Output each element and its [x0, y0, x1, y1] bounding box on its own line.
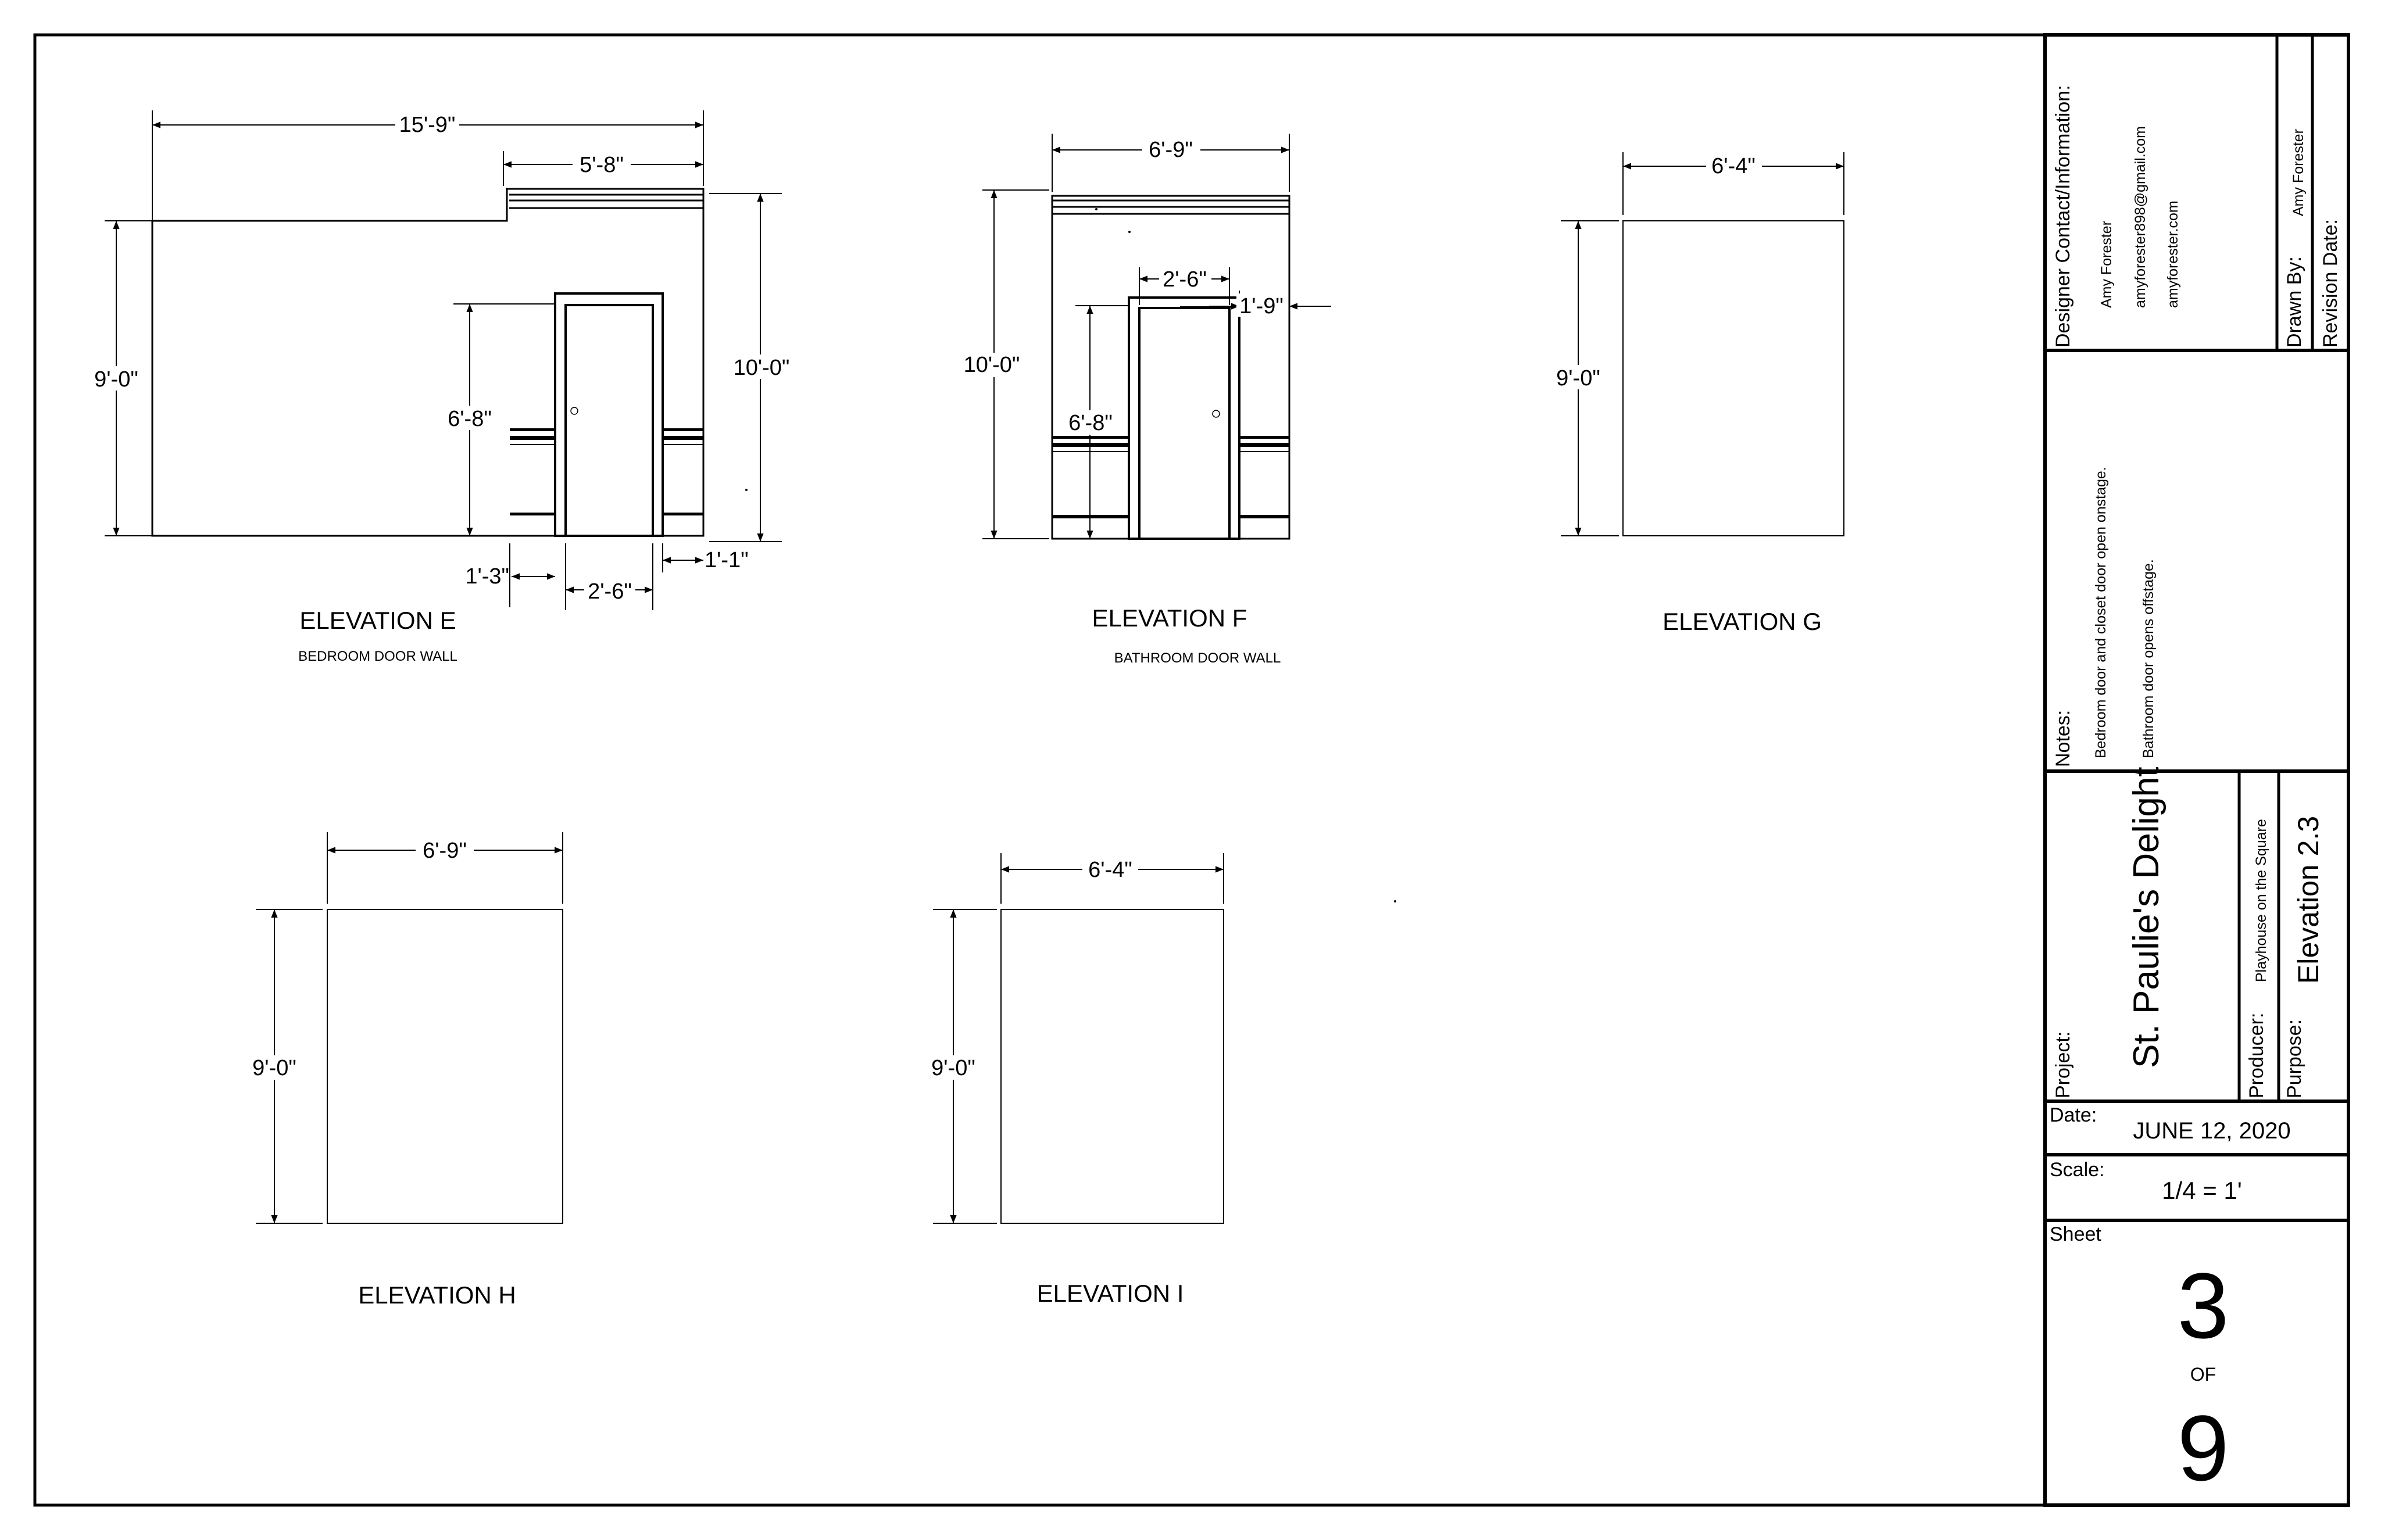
elevation-h-labels: 6'-9" 9'-0" ELEVATION H	[247, 838, 516, 1309]
sheet-total: 9	[2178, 1396, 2229, 1500]
purpose-label: Purpose:	[2283, 1019, 2305, 1098]
purpose-value: Elevation 2.3	[2292, 816, 2325, 984]
elevation-h-width: 6'-9"	[423, 839, 467, 863]
elevation-h-wall	[327, 909, 563, 1224]
elevation-f-dim-labels: 6'-9" 10'-0" 2'-6" 1'-9" 6'-8" ELEVATION…	[959, 137, 1286, 666]
scale-label: Scale:	[2050, 1159, 2105, 1181]
elevation-e-dim-labels: 15'-9" 5'-8" 9'-0" 10'-0" 6'-8" 1'-3" 2'…	[90, 112, 793, 664]
elevation-g-title: ELEVATION G	[1663, 608, 1822, 635]
drawn-by-label: Drawn By:	[2283, 256, 2305, 348]
drawn-by: Amy Forester	[2290, 129, 2307, 216]
sheet-of: OF	[2190, 1364, 2216, 1385]
elevation-f-subtitle: BATHROOM DOOR WALL	[1114, 650, 1281, 666]
elevation-i	[933, 853, 1396, 1224]
elevation-g-width: 6'-4"	[1711, 154, 1756, 178]
elevation-e-wall	[151, 188, 705, 537]
elevation-f-total-height: 10'-0"	[964, 353, 1020, 377]
designer-email: amyforester898@gmail.com	[2132, 126, 2148, 308]
elevation-e-wall-height: 9'-0"	[94, 367, 138, 392]
title-block	[2043, 33, 2350, 1507]
elevation-f-overall-width: 6'-9"	[1149, 138, 1193, 162]
elevation-e-subtitle: BEDROOM DOOR WALL	[298, 649, 457, 664]
elevation-f-title: ELEVATION F	[1092, 604, 1247, 632]
elevation-i-title: ELEVATION I	[1037, 1280, 1184, 1307]
elevation-f-door-frame	[1128, 296, 1240, 540]
elevation-e-chair-rail-right	[663, 428, 703, 431]
producer-label: Producer:	[2246, 1013, 2268, 1098]
notes-label: Notes:	[2052, 710, 2074, 767]
elevation-h	[256, 832, 563, 1224]
elevation-e-door-knob	[570, 407, 578, 415]
elevation-f-door-height: 6'-8"	[1068, 411, 1113, 435]
designer-label: Designer Contact/Information:	[2052, 85, 2074, 348]
elevation-f-door-knob	[1212, 410, 1220, 418]
elevation-e-overall-width: 15'-9"	[399, 113, 456, 137]
sheet-number: 3	[2178, 1254, 2229, 1358]
elevation-e-door-width: 2'-6"	[588, 579, 632, 604]
elevation-e-left-offset: 1'-3"	[465, 564, 509, 589]
elevation-e-title: ELEVATION E	[299, 607, 456, 634]
revision-date-label: Revision Date:	[2319, 219, 2341, 348]
elevation-f-chair-rail-right	[1239, 436, 1289, 439]
date-label: Date:	[2050, 1104, 2097, 1126]
elevation-e-door-frame	[554, 292, 664, 537]
scale-value: 1/4 = 1'	[2162, 1177, 2242, 1204]
elevation-f-baseboard-right	[1239, 515, 1289, 518]
title-block-text: Designer Contact/Information: Amy Forest…	[2050, 85, 2341, 1500]
elevation-g-height: 9'-0"	[1556, 366, 1600, 391]
sheet-label: Sheet	[2050, 1223, 2101, 1245]
date-value: JUNE 12, 2020	[2133, 1118, 2290, 1144]
elevation-e-upper-width: 5'-8"	[580, 153, 624, 177]
elevation-f	[1051, 195, 1290, 540]
elevation-e-chair-rail-left	[510, 428, 555, 431]
elevation-i-width: 6'-4"	[1088, 858, 1132, 882]
elevation-e	[151, 188, 748, 537]
elevation-e-total-height: 10'-0"	[734, 356, 790, 380]
elevation-g-wall	[1622, 220, 1844, 536]
project-name: St. Paulie's Delight	[2126, 767, 2167, 1068]
elevation-g	[1561, 152, 1844, 536]
project-label: Project:	[2052, 1032, 2074, 1098]
elevation-h-title: ELEVATION H	[358, 1281, 516, 1309]
elevation-i-labels: 6'-4" 9'-0" ELEVATION I	[927, 857, 1184, 1307]
note-2: Bathroom door opens offstage.	[2140, 559, 2157, 758]
elevation-e-door	[564, 304, 654, 537]
elevation-g-labels: 6'-4" 9'-0" ELEVATION G	[1552, 153, 1822, 635]
elevation-f-dimensions	[982, 134, 1331, 539]
elevation-e-baseboard-right	[663, 513, 703, 515]
elevation-f-right-offset: 1'-9"	[1239, 294, 1284, 318]
elevation-f-wall	[1051, 195, 1290, 540]
elevation-h-height: 9'-0"	[252, 1056, 296, 1080]
elevation-f-door	[1138, 307, 1231, 540]
elevation-f-door-width: 2'-6"	[1163, 267, 1207, 292]
producer-name: Playhouse on the Square	[2253, 819, 2269, 982]
designer-name: Amy Forester	[2098, 221, 2115, 308]
elevation-i-wall	[1000, 909, 1224, 1224]
elevation-e-right-offset: 1'-1"	[705, 548, 749, 572]
elevation-e-baseboard-left	[510, 513, 555, 515]
elevation-i-height: 9'-0"	[931, 1056, 975, 1080]
note-1: Bedroom door and closet door open onstag…	[2093, 467, 2109, 758]
designer-site: amyforester.com	[2165, 200, 2181, 308]
elevation-e-door-height: 6'-8"	[448, 407, 492, 431]
